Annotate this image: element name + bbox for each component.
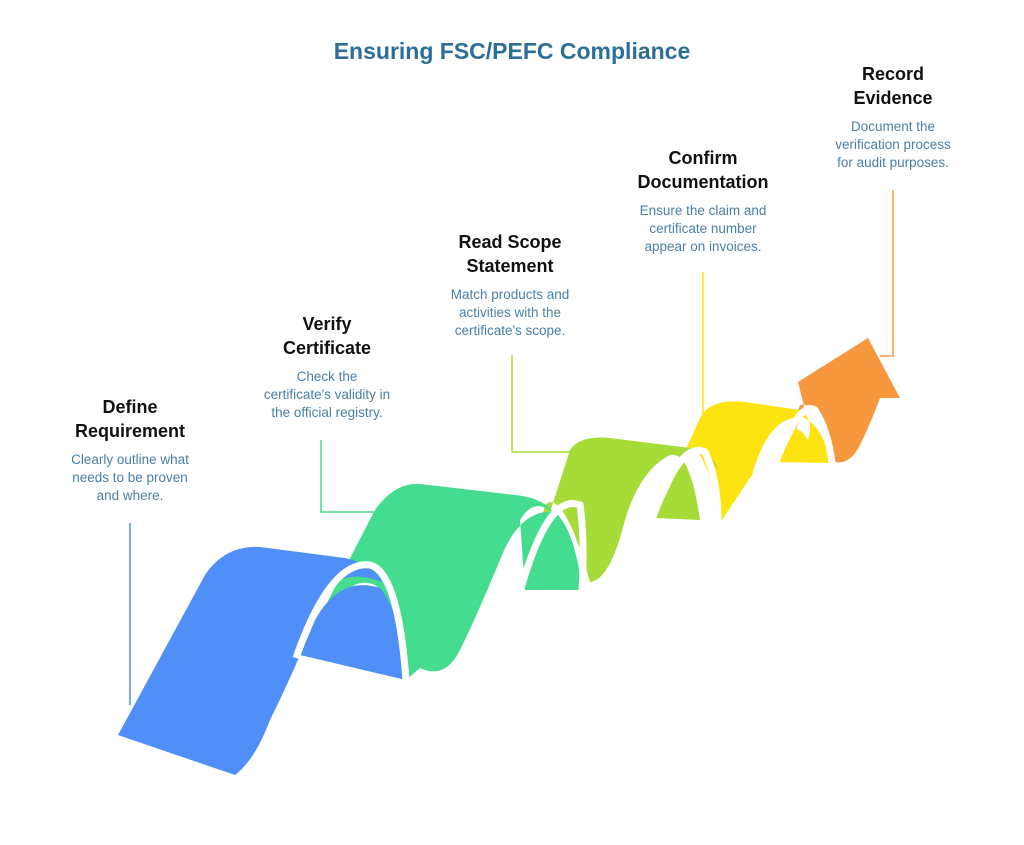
step-verify-certificate: Verify Certificate Check the certificate… bbox=[242, 312, 412, 422]
step-description: Clearly outline what needs to be proven … bbox=[71, 452, 189, 503]
connector-line-3 bbox=[511, 355, 570, 453]
step-define-requirement: Define Requirement Clearly outline what … bbox=[40, 395, 220, 505]
ribbon-segment-5 bbox=[780, 338, 900, 463]
step-title: Verify Certificate bbox=[282, 314, 372, 358]
connector-line-4 bbox=[702, 272, 708, 421]
ribbon-segment-4 bbox=[655, 401, 830, 523]
step-description: Match products and activities with the c… bbox=[450, 287, 570, 338]
step-description: Check the certificate's validity in the … bbox=[263, 369, 391, 420]
ribbon-segment-2 bbox=[300, 483, 582, 680]
step-title: Define Requirement bbox=[74, 397, 186, 441]
connector-line-5 bbox=[880, 190, 894, 357]
step-title: Read Scope Statement bbox=[458, 232, 562, 276]
step-description: Ensure the claim and certificate number … bbox=[639, 203, 767, 254]
step-read-scope-statement: Read Scope Statement Match products and … bbox=[420, 230, 600, 340]
step-record-evidence: Record Evidence Document the verificatio… bbox=[806, 62, 980, 172]
connector-line-2 bbox=[320, 440, 378, 513]
step-title: Record Evidence bbox=[853, 64, 933, 108]
ribbon-segment-3 bbox=[525, 437, 718, 590]
step-confirm-documentation: Confirm Documentation Ensure the claim a… bbox=[608, 146, 798, 256]
step-description: Document the verification process for au… bbox=[835, 119, 951, 170]
ribbon-segment-1 bbox=[118, 546, 406, 775]
diagram-title: Ensuring FSC/PEFC Compliance bbox=[333, 38, 691, 64]
step-title: Confirm Documentation bbox=[637, 148, 769, 192]
